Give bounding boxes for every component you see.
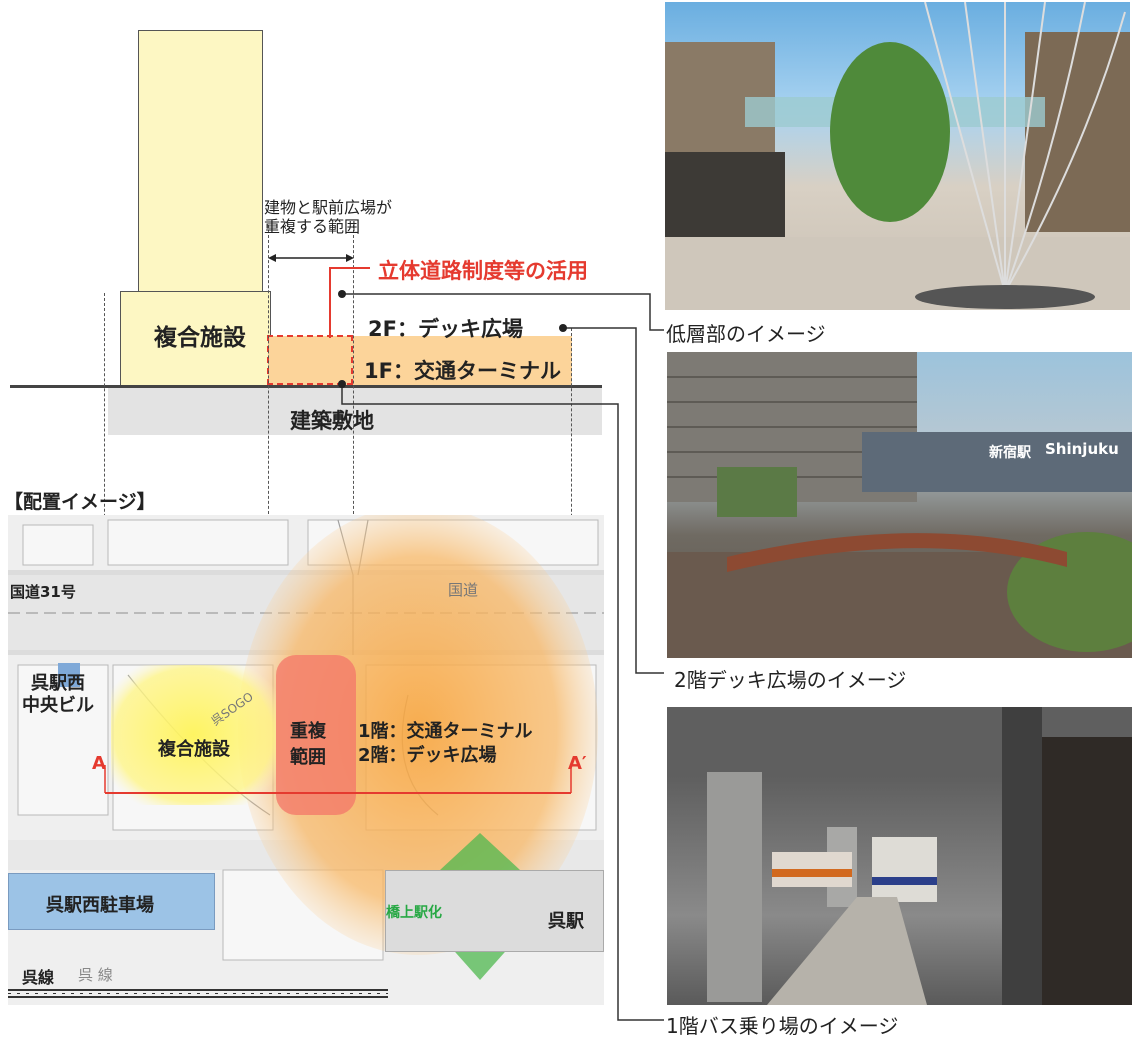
elevated-station-label: 橋上駅化 <box>386 905 442 921</box>
map-base <box>8 515 604 998</box>
photo-bus-caption: 1階バス乗り場のイメージ <box>666 1014 899 1038</box>
photo-low-rise-caption: 低層部のイメージ <box>666 322 826 346</box>
layout-map: 呉駅西駐車場 呉駅 橋上駅化 国道31号 国道 呉SOGO 呉駅西 中央ビル 複… <box>8 515 604 1005</box>
deck-station-sign-roman: Shinjuku <box>1045 440 1119 458</box>
overlap-line1: 重複 <box>290 721 326 742</box>
route31-label: 国道31号 <box>10 583 76 601</box>
site-block <box>108 388 602 435</box>
ground-line <box>10 385 602 388</box>
kure-line-label: 呉線 <box>22 968 55 987</box>
map-line-text: 呉 線 <box>78 966 113 984</box>
section-start-label: A <box>92 753 106 774</box>
deck-label: 2F：デッキ広場 <box>368 317 523 341</box>
floor2-label: 2階：デッキ広場 <box>358 745 497 766</box>
floor1-label: 1階：交通ターミナル <box>358 721 533 742</box>
overlap-note: 建物と駅前広場が 重複する範囲 <box>264 198 392 236</box>
photo-bus-terminal <box>667 707 1132 1005</box>
section-end-label: A′ <box>568 753 587 774</box>
photo-deck-art <box>667 352 1132 658</box>
photo-low-rise <box>665 2 1130 310</box>
tower-block <box>138 30 263 294</box>
photo-low-rise-art <box>665 2 1130 310</box>
overlap-note-line2: 重複する範囲 <box>264 217 361 236</box>
map-floor-labels: 1階：交通ターミナル 2階：デッキ広場 <box>358 720 533 768</box>
site-label: 建築敷地 <box>290 409 374 433</box>
photo-deck-plaza: 新宿駅 Shinjuku <box>667 352 1132 658</box>
red-leader <box>329 267 370 338</box>
map-complex-label: 複合施設 <box>158 739 230 760</box>
central-bldg-line1: 呉駅西 <box>31 673 85 694</box>
central-bldg-line2: 中央ビル <box>22 695 94 716</box>
parking-block <box>8 873 215 930</box>
map-road-text: 国道 <box>448 581 479 599</box>
parking-label: 呉駅西駐車場 <box>46 895 154 916</box>
complex-label: 複合施設 <box>154 325 246 351</box>
terminal-label: 1F：交通ターミナル <box>364 359 561 383</box>
terminal-block <box>268 336 572 385</box>
map-overlap-label: 重複 範囲 <box>290 719 326 771</box>
three-d-road-label: 立体道路制度等の活用 <box>378 259 588 283</box>
overlap-line2: 範囲 <box>290 747 326 768</box>
photo-bus-art <box>667 707 1132 1005</box>
range-arrow <box>268 254 354 262</box>
overlap-note-line1: 建物と駅前広場が <box>264 198 393 217</box>
central-bldg-label: 呉駅西 中央ビル <box>22 673 94 717</box>
layout-heading: 【配置イメージ】 <box>4 491 156 513</box>
complex-podium <box>120 291 271 387</box>
station-block <box>385 870 604 952</box>
deck-station-sign: 新宿駅 <box>989 445 1031 461</box>
kure-station-label: 呉駅 <box>548 911 584 932</box>
photo-deck-caption: 2階デッキ広場のイメージ <box>674 668 907 692</box>
